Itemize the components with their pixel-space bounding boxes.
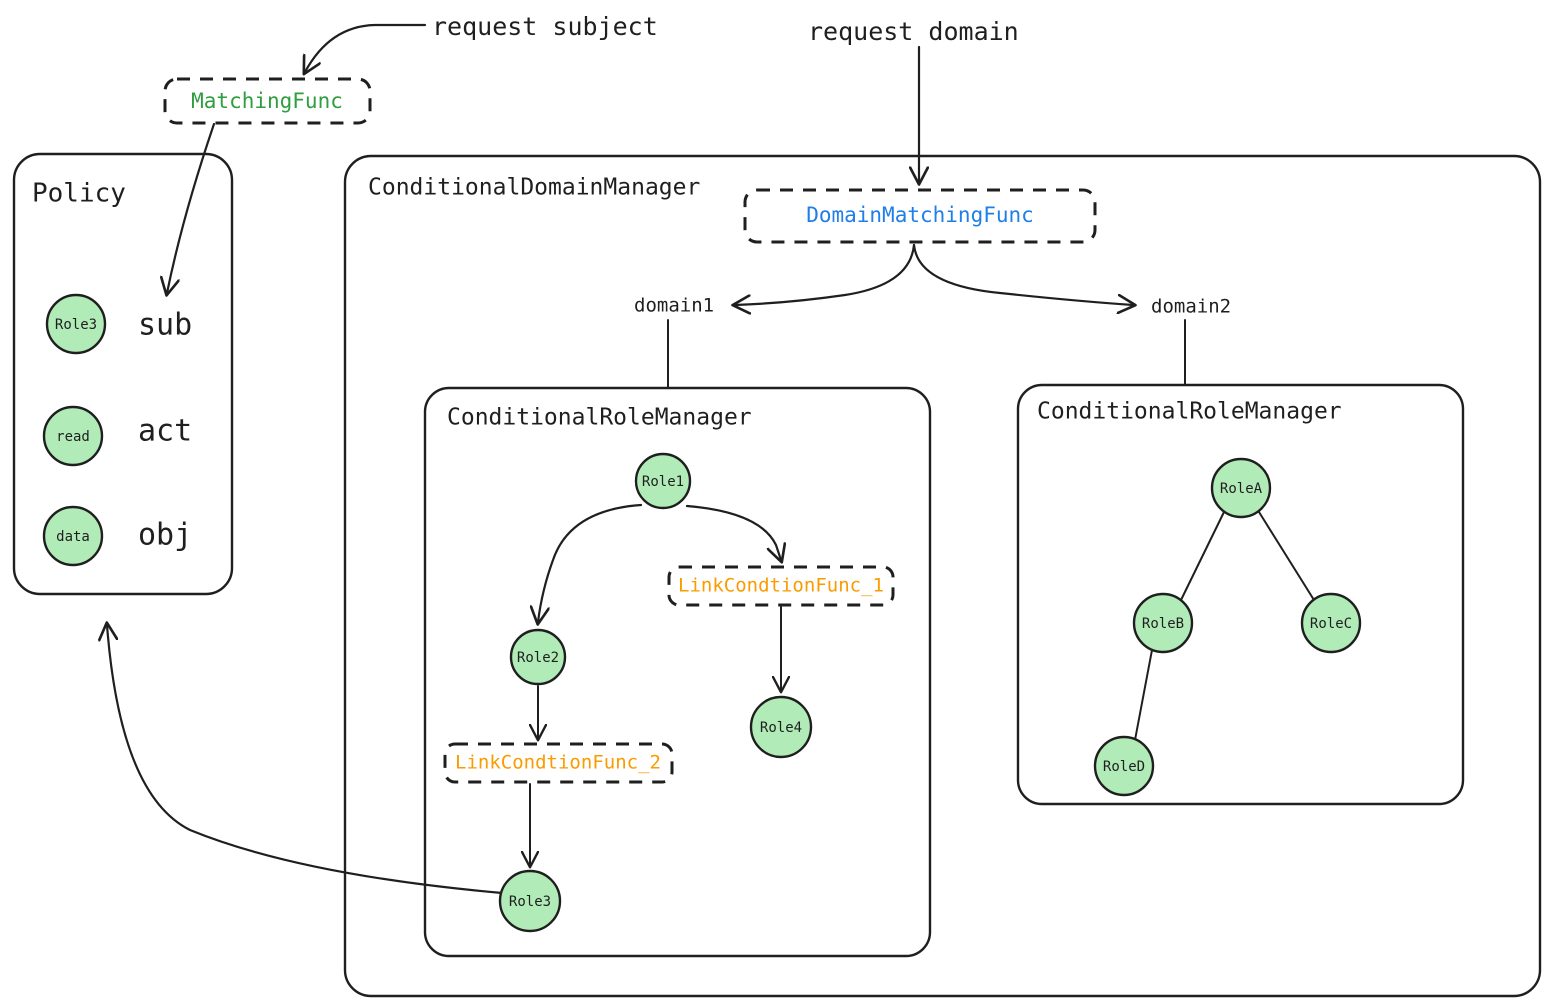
edge-roleB-roleD: [1134, 649, 1153, 741]
annotation-request-domain: request domain: [808, 17, 1019, 46]
conditional-role-manager-left-title: ConditionalRoleManager: [447, 405, 752, 431]
node-role2[interactable]: [509, 628, 567, 686]
node-role1[interactable]: [634, 452, 692, 510]
node-roleA-label: RoleA: [1220, 481, 1263, 497]
node-roleC[interactable]: [1300, 592, 1362, 654]
matching-func-box[interactable]: [163, 77, 372, 125]
edge-matchingfunc-to-sub: [167, 122, 216, 293]
node-roleD-label: RoleD: [1103, 759, 1145, 775]
node-role4[interactable]: [749, 695, 813, 759]
matching-func-label: MatchingFunc: [191, 89, 343, 113]
policy-attr-act: act: [138, 414, 192, 449]
domain-matching-func-label: DomainMatchingFunc: [806, 203, 1034, 227]
conditional-role-manager-right-title: ConditionalRoleManager: [1037, 399, 1342, 425]
node-roleB[interactable]: [1132, 592, 1194, 654]
link-condition-func-1-box[interactable]: [667, 565, 895, 607]
policy-node-obj[interactable]: [42, 505, 104, 567]
policy-node-act-label: read: [56, 429, 90, 445]
link-condition-func-2-label: LinkCondtionFunc_2: [455, 752, 661, 774]
node-roleA[interactable]: [1210, 457, 1272, 519]
edge-domainfunc-to-domain1: [735, 243, 916, 305]
policy-title: Policy: [32, 179, 126, 209]
edge-role1-to-lcf1: [685, 504, 781, 560]
conditional-domain-manager-box: [343, 154, 1542, 998]
edge-roleA-roleC: [1258, 511, 1315, 601]
policy-node-sub[interactable]: [45, 293, 107, 355]
node-roleC-label: RoleC: [1310, 616, 1352, 632]
domain-label-domain1: domain1: [634, 295, 714, 317]
node-role3-label: Role3: [509, 894, 551, 910]
node-roleB-label: RoleB: [1142, 616, 1184, 632]
policy-node-sub-label: Role3: [55, 317, 97, 333]
node-role3[interactable]: [498, 869, 562, 933]
node-role2-label: Role2: [517, 650, 559, 666]
edge-roleA-roleB: [1180, 511, 1225, 601]
domain-matching-func-box[interactable]: [743, 188, 1097, 244]
edge-role1-to-role2: [538, 503, 643, 622]
node-roleD[interactable]: [1093, 735, 1155, 797]
edge-request-subject: [305, 23, 427, 72]
node-role4-label: Role4: [760, 720, 802, 736]
edge-role3-to-policy: [107, 625, 504, 895]
annotation-request-subject: request subject: [432, 12, 658, 41]
policy-box: [12, 152, 234, 596]
conditional-role-manager-left-box: [423, 386, 932, 958]
conditional-role-manager-right-box: [1016, 383, 1465, 806]
policy-attr-obj: obj: [138, 518, 192, 553]
policy-attr-sub: sub: [138, 308, 192, 343]
domain-label-domain2: domain2: [1151, 296, 1231, 318]
policy-node-obj-label: data: [56, 529, 90, 545]
link-condition-func-2-box[interactable]: [443, 742, 674, 784]
conditional-domain-manager-title: ConditionalDomainManager: [368, 175, 700, 201]
edge-domainfunc-to-domain2: [912, 243, 1133, 305]
policy-node-act[interactable]: [42, 405, 104, 467]
node-role1-label: Role1: [642, 474, 684, 490]
link-condition-func-1-label: LinkCondtionFunc_1: [678, 575, 884, 597]
